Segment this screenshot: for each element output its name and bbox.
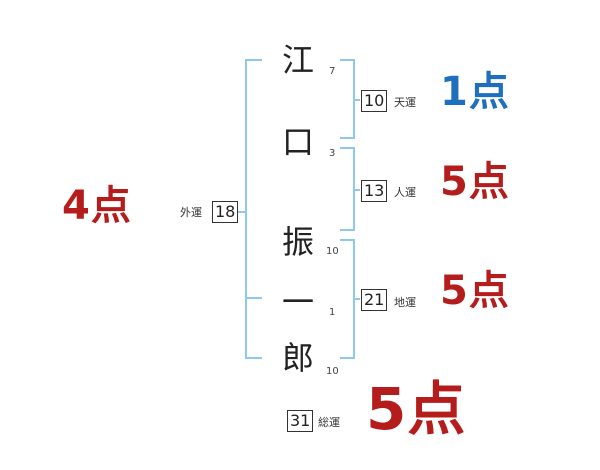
jinkaku-value-box: 13: [361, 180, 388, 202]
gaikaku-label: 外運: [180, 206, 202, 219]
tenkaku-bracket: [340, 59, 355, 139]
jinkaku-score: 5点: [440, 159, 510, 205]
chikaku-label: 地運: [394, 296, 416, 309]
soukaku-value-box: 31: [287, 410, 314, 432]
name-char-4: 一: [281, 283, 314, 321]
tenkaku-score: 1点: [440, 69, 510, 115]
name-char-1: 江: [281, 41, 314, 79]
stroke-count-2: 3: [329, 148, 336, 159]
chikaku-value-box: 21: [361, 289, 388, 311]
gaikaku-value-box: 18: [212, 201, 239, 223]
name-char-5: 郎: [281, 339, 314, 377]
gaikaku-score: 4点: [62, 183, 132, 229]
tenkaku-value-box: 10: [361, 90, 388, 112]
name-char-2: 口: [281, 123, 314, 161]
soukaku-label: 総運: [318, 416, 340, 429]
stroke-count-3: 10: [326, 246, 339, 257]
stroke-count-4: 1: [329, 307, 336, 318]
tenkaku-label: 天運: [394, 96, 416, 109]
soukaku-score: 5点: [366, 375, 467, 443]
jinkaku-label: 人運: [394, 186, 416, 199]
name-char-3: 振: [281, 223, 314, 261]
outer-bracket: [245, 59, 262, 359]
chikaku-score: 5点: [440, 268, 510, 314]
stroke-count-1: 7: [329, 66, 336, 77]
jinkaku-bracket: [340, 147, 355, 231]
chikaku-bracket: [340, 239, 355, 359]
stroke-count-5: 10: [326, 366, 339, 377]
